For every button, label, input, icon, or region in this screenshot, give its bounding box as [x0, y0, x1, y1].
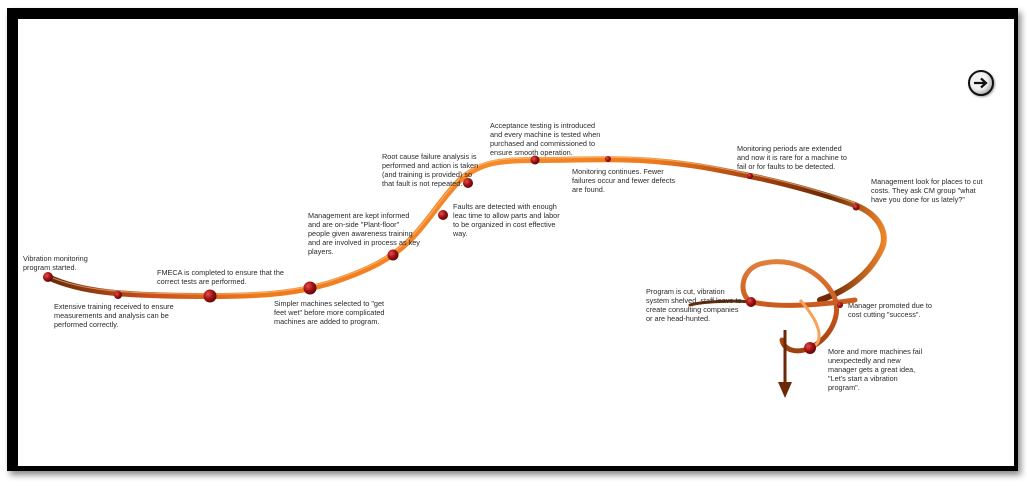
- next-slide-button[interactable]: [968, 70, 994, 96]
- milestone-dot: [530, 155, 540, 165]
- milestone-label-11: Management look for places to cut costs.…: [871, 177, 983, 204]
- milestone-dot: [463, 178, 473, 188]
- milestone-dot: [303, 281, 317, 295]
- milestone-label-9: Monitoring continues. Fewer failures occ…: [572, 167, 676, 194]
- milestone-label-4: Simpler machines selected to "get feet w…: [274, 299, 385, 326]
- milestone-label-12: Manager promoted due to cost cutting "su…: [848, 301, 932, 319]
- milestone-dot: [203, 289, 217, 303]
- milestone-dot: [852, 203, 860, 211]
- milestone-dots: [43, 155, 860, 354]
- milestone-label-13: Program is cut, vibration system shelved…: [646, 287, 742, 323]
- milestone-label-3: FMECA is completed to ensure that the co…: [157, 268, 284, 286]
- milestone-dot: [804, 342, 816, 354]
- milestone-dot: [43, 272, 53, 282]
- milestone-label-1: Vibration monitoring program started.: [23, 254, 88, 272]
- milestone-label-10: Monitoring periods are extended and now …: [737, 144, 847, 171]
- milestone-dot: [114, 291, 122, 299]
- milestone-dot: [387, 249, 399, 261]
- milestone-label-7: Root cause failure analysis is performed…: [382, 152, 479, 188]
- milestone-dot: [746, 297, 756, 307]
- milestone-label-14: More and more machines fail unexpectedly…: [828, 347, 923, 392]
- milestone-dot: [837, 302, 843, 308]
- milestone-label-8: Acceptance testing is introduced and eve…: [490, 121, 601, 157]
- arrow-right-icon: [974, 77, 988, 89]
- milestone-dot: [605, 156, 611, 162]
- slide-frame: [7, 8, 1018, 471]
- milestone-dot: [438, 210, 448, 220]
- milestone-dot: [747, 173, 753, 179]
- milestone-label-2: Extensive training received to ensure me…: [54, 302, 174, 329]
- milestone-label-6: Faults are detected with enough leac tim…: [453, 202, 560, 238]
- milestone-label-5: Management are kept informed and are on-…: [308, 211, 420, 256]
- down-arrow-icon: [778, 382, 792, 398]
- slide-canvas: [18, 19, 1014, 466]
